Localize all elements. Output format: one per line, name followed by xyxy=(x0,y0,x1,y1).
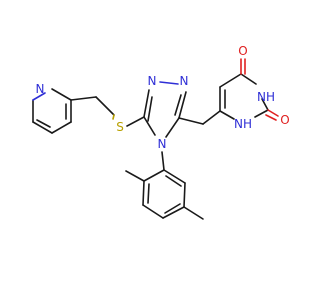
nh-bottom-label: NH xyxy=(234,117,252,131)
sulfur-label: S xyxy=(116,120,124,134)
nh-top-label: NH xyxy=(257,90,275,104)
oxygen-right-label: O xyxy=(280,113,289,127)
molecule-structure: N S N N N xyxy=(32,44,290,220)
benzylic-bond xyxy=(70,96,97,101)
triazole-nitrogen-1-label: N xyxy=(148,74,157,88)
pyridine-ring xyxy=(32,88,72,134)
triazole-nitrogen-4-label: N xyxy=(158,137,167,151)
ch2-bridge-bond xyxy=(178,117,204,125)
ch2-s-bond xyxy=(95,96,115,116)
dimethylphenyl-ring xyxy=(125,151,204,220)
s-triazole-bond xyxy=(126,116,145,127)
oxygen-top-label: O xyxy=(238,44,247,58)
pyridine-nitrogen-label: N xyxy=(36,82,45,96)
triazole-ring xyxy=(143,81,187,138)
pyrimidinedione-ring xyxy=(219,58,279,121)
triazole-nitrogen-2-label: N xyxy=(180,74,189,88)
